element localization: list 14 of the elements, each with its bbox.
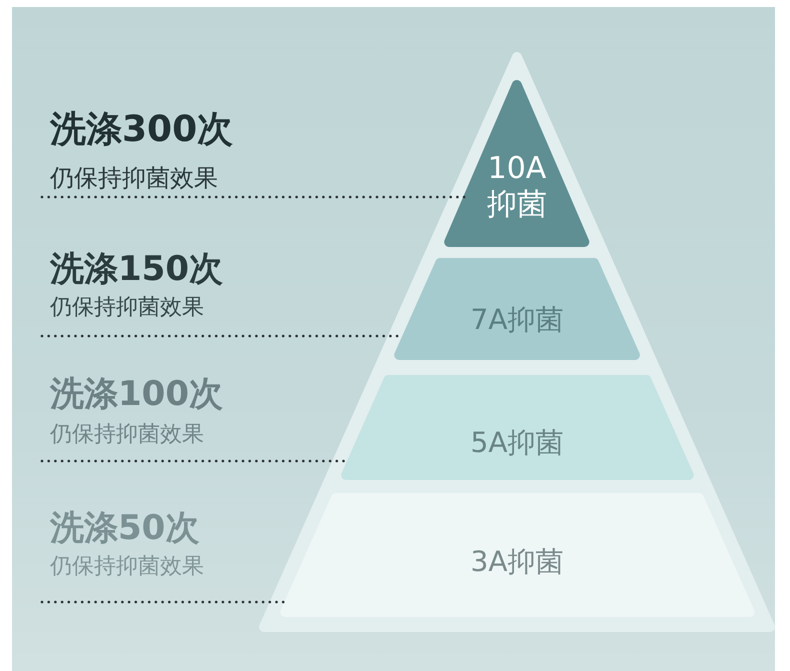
tier-label: 10A抑菌	[486, 151, 548, 223]
effect-note: 仍保持抑菌效果	[50, 295, 204, 321]
leader-line	[40, 600, 286, 604]
leader-line	[40, 196, 466, 198]
tier-label: 7A抑菌	[470, 302, 564, 338]
wash-count-heading: 洗涤150次	[50, 250, 223, 288]
wash-count-heading: 洗涤300次	[50, 110, 234, 150]
effect-note: 仍保持抑菌效果	[50, 164, 218, 192]
wash-count-heading: 洗涤100次	[50, 375, 223, 413]
tier-label: 5A抑菌	[470, 425, 564, 461]
wash-count-heading: 洗涤50次	[50, 509, 200, 547]
tier-label: 3A抑菌	[470, 544, 564, 580]
effect-note: 仍保持抑菌效果	[50, 554, 204, 580]
effect-note: 仍保持抑菌效果	[50, 422, 204, 448]
